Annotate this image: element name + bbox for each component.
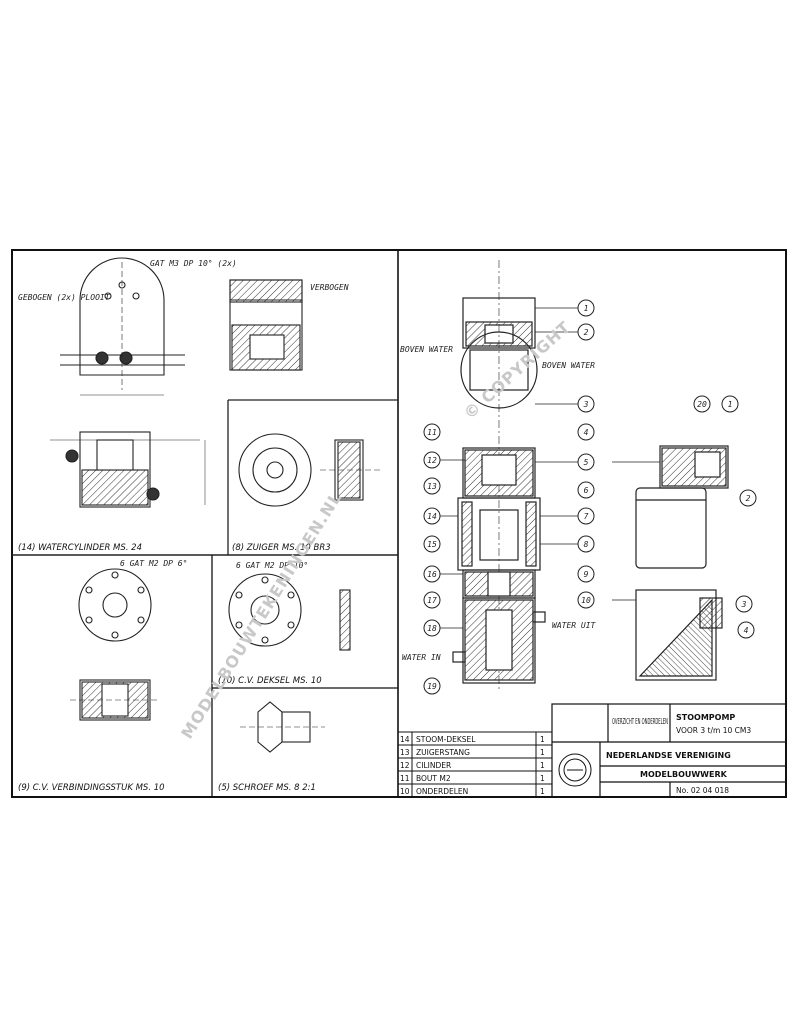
balloon-number: 5: [584, 458, 589, 467]
balloon-number: 17: [427, 596, 437, 605]
parts-row-5-name: ONDERDELEN: [416, 787, 468, 796]
assembly-view: [452, 260, 546, 690]
external-view: [635, 445, 729, 681]
view-zuiger: [238, 433, 380, 507]
association-name-2: MODELBOUWWERK: [640, 770, 728, 779]
balloon-number: 15: [427, 540, 437, 549]
parts-row-2-no: 13: [400, 748, 410, 757]
parts-row-1-no: 14: [400, 735, 410, 744]
view-verbindingsstuk: [70, 568, 160, 721]
balloon-number: 1: [584, 304, 589, 313]
balloon-number: 1: [728, 400, 733, 409]
balloon-number: 7: [584, 512, 589, 521]
label-water-in: WATER IN: [402, 653, 441, 662]
balloon-number: 18: [427, 624, 437, 633]
parts-row-1-name: STOOM-DEKSEL: [416, 735, 476, 744]
label-boven-water-left: BOVEN WATER: [400, 345, 453, 354]
drawing-title: OVERZICHT EN ONDERDELEN: [612, 717, 668, 726]
balloon-number: 9: [584, 570, 589, 579]
caption-verbindingsstuk: (9) C.V. VERBINDINGSSTUK MS. 10: [18, 783, 165, 793]
parts-row-4-no: 11: [400, 774, 410, 783]
label-boven-water-right: BOVEN WATER: [542, 361, 595, 370]
balloon-number: 3: [583, 400, 589, 409]
note-verbindingsstuk: 6 GAT M2 DP 6°: [120, 559, 187, 568]
balloon-number: 4: [584, 428, 589, 437]
balloon-number: 10: [581, 596, 591, 605]
parts-row-2-name: ZUIGERSTANG: [416, 748, 470, 757]
balloon-number: 11: [427, 428, 437, 437]
parts-row-5-no: 10: [400, 787, 410, 796]
balloon-number: 8: [584, 540, 589, 549]
balloon-number: 13: [427, 482, 437, 491]
parts-row-3-name: CILINDER: [416, 761, 451, 770]
note-water-cylinder-right: VERBOGEN: [310, 283, 349, 292]
association-name: NEDERLANDSE VERENIGING: [606, 751, 731, 760]
balloon-number: 2: [584, 328, 589, 337]
view-water-cylinder: [12, 257, 398, 556]
label-water-uit: WATER UIT: [552, 621, 597, 630]
leader-lines: [440, 307, 660, 629]
balloon-number: 6: [584, 486, 589, 495]
caption-zuiger: (8) ZUIGER MS. 10 BR3: [232, 543, 331, 553]
balloon-number: 12: [427, 456, 437, 465]
assembly-balloons: [423, 299, 757, 695]
subject-subtitle: VOOR 3 t/m 10 CM3: [676, 726, 751, 735]
drawing-number: No. 02 04 018: [676, 786, 729, 795]
note-deksel: 6 GAT M2 DP 10°: [236, 561, 308, 570]
title-block: [551, 703, 787, 798]
caption-deksel: (10) C.V. DEKSEL MS. 10: [218, 676, 322, 686]
parts-row-4-qty: 1: [540, 774, 545, 783]
parts-row-3-qty: 1: [540, 761, 545, 770]
balloon-number: 14: [427, 512, 437, 521]
parts-row-3-no: 12: [400, 761, 410, 770]
note-water-cylinder-top: GAT M3 DP 10° (2x): [150, 259, 237, 268]
parts-row-4-name: BOUT M2: [416, 774, 451, 783]
note-water-cylinder-left: GEBOGEN (2x) PLOOIT: [18, 293, 111, 302]
association-seal: [558, 753, 592, 787]
parts-row-2-qty: 1: [540, 748, 545, 757]
view-deksel: [228, 573, 351, 651]
balloon-number: 20: [697, 400, 707, 409]
balloon-number: 4: [744, 626, 749, 635]
subject-title: STOOMPOMP: [676, 713, 735, 722]
parts-row-1-qty: 1: [540, 735, 545, 744]
balloon-number: 19: [427, 682, 437, 691]
parts-row-5-qty: 1: [540, 787, 545, 796]
balloon-number: 16: [427, 570, 437, 579]
balloon-number: 3: [741, 600, 747, 609]
caption-water-cylinder: (14) WATERCYLINDER MS. 24: [18, 543, 142, 553]
view-schroef: [240, 701, 325, 753]
caption-schroef: (5) SCHROEF MS. 8 2:1: [218, 783, 316, 793]
balloon-number: 2: [746, 494, 751, 503]
